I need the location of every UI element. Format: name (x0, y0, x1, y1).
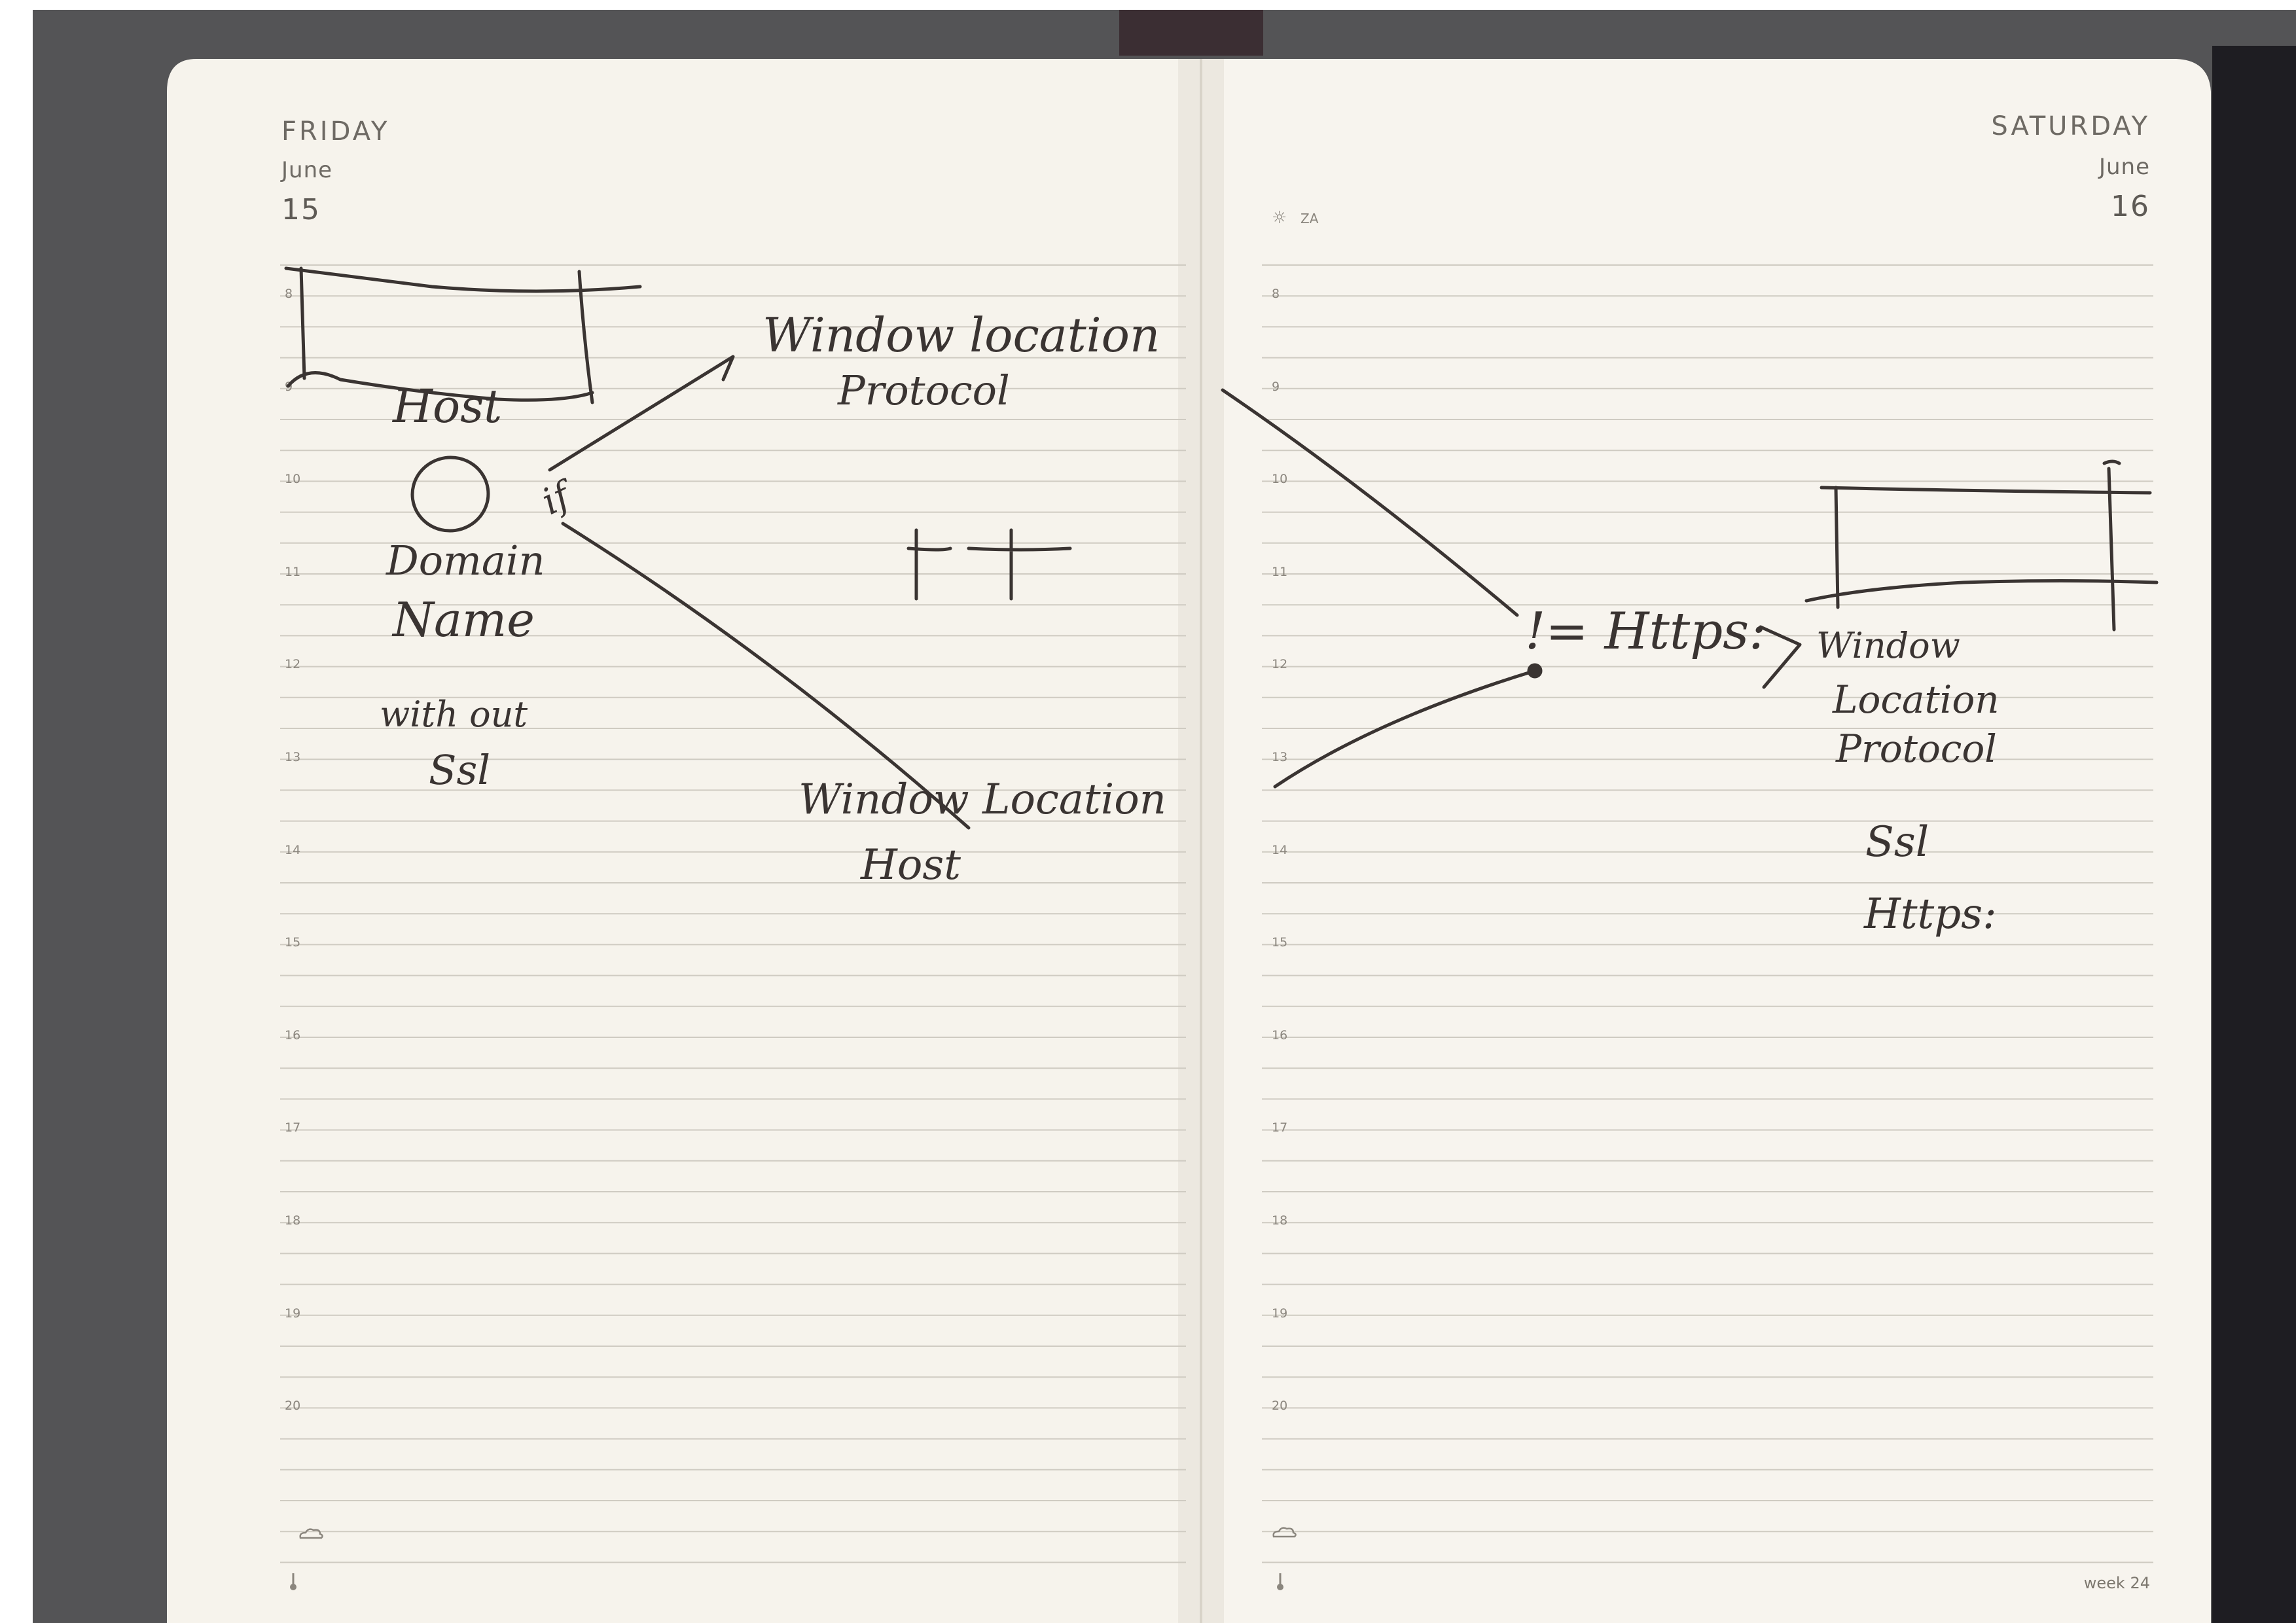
cloud-icon (298, 1526, 324, 1541)
left-weekday: FRIDAY (281, 116, 390, 147)
hw-window-location-top: Window location (762, 308, 1160, 363)
hw-name: Name (393, 592, 535, 647)
hw-right-protocol: Protocol (1836, 726, 1997, 771)
hour-label: 12 (285, 657, 301, 672)
right-date: 16 (2111, 190, 2150, 223)
hour-label: 13 (285, 750, 301, 764)
hw-host: Host (393, 380, 503, 433)
right-page: SATURDAY June 16 ☼ ZA week 24 (1201, 59, 2212, 1623)
hour-label: 13 (1272, 750, 1288, 764)
hour-label: 10 (285, 472, 301, 487)
hour-label: 16 (1272, 1027, 1288, 1043)
left-month: June (281, 157, 333, 183)
hour-label: 19 (1272, 1306, 1288, 1321)
hour-label: 18 (1272, 1213, 1288, 1228)
hour-label: 11 (285, 564, 301, 579)
hw-domain: Domain (386, 537, 545, 584)
hour-label: 10 (1272, 472, 1288, 487)
hour-label: 19 (285, 1306, 301, 1321)
hour-label: 8 (1272, 287, 1280, 301)
hour-label: 8 (285, 287, 293, 301)
hour-label: 20 (285, 1399, 301, 1414)
right-weekday: SATURDAY (1991, 111, 2150, 141)
right-window-frame (1820, 486, 2152, 495)
hour-label: 15 (285, 935, 301, 950)
sun-label: ZA (1300, 211, 1319, 226)
arrow-to-condition (1273, 669, 1537, 789)
hw-without: with out (380, 694, 528, 735)
thermometer-icon (1274, 1572, 1287, 1592)
plus-sign (906, 528, 952, 601)
hour-label: 17 (285, 1120, 301, 1135)
hw-not-equal-https: != Https: (1525, 602, 1767, 661)
hw-window-location-bottom: Window Location (798, 776, 1166, 824)
hour-label: 15 (1272, 935, 1288, 950)
left-window-frame (284, 266, 642, 293)
left-date: 15 (281, 193, 321, 226)
cloud-icon (1271, 1525, 1297, 1539)
hour-label: 12 (1272, 657, 1288, 672)
hour-label: 14 (285, 842, 301, 857)
domain-circle (410, 455, 490, 533)
hw-host-bottom: Host (861, 841, 961, 889)
week-label: week 24 (2083, 1574, 2150, 1592)
hour-label: 16 (285, 1027, 301, 1043)
hw-protocol-top: Protocol (838, 366, 1010, 414)
hw-right-location: Location (1833, 677, 2000, 722)
sun-icon: ☼ (1272, 208, 1287, 228)
hw-right-ssl: Ssl (1865, 818, 1929, 866)
hour-label: 14 (1272, 842, 1288, 857)
hour-label: 20 (1272, 1399, 1288, 1414)
arrow-to-window (1759, 625, 1802, 689)
hour-label: 11 (1272, 564, 1288, 579)
hour-label: 17 (1272, 1120, 1288, 1135)
left-page: FRIDAY June 15 (167, 59, 1201, 1623)
arrow-to-protocol (548, 355, 735, 472)
thermometer-icon (287, 1572, 300, 1592)
line-from-top (1221, 388, 1519, 617)
hw-right-https: Https: (1864, 890, 1997, 938)
hour-label: 9 (1272, 379, 1280, 394)
hw-right-window: Window (1816, 625, 1960, 666)
right-month: June (2098, 154, 2150, 180)
hw-ssl-left: Ssl (429, 746, 491, 794)
hour-label: 18 (285, 1213, 301, 1228)
line-to-host (561, 522, 971, 830)
